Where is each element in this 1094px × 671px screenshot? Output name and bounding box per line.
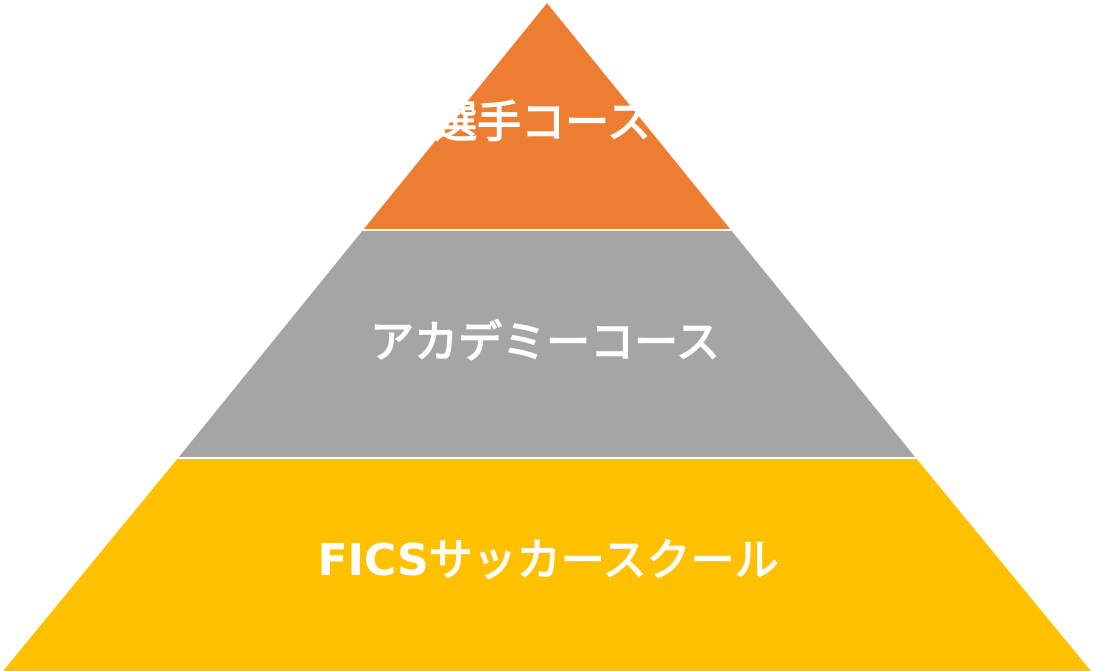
tier-bottom-shape [3, 458, 1091, 671]
tier-top-label: 選手コース [433, 97, 651, 148]
tier-middle-label: アカデミーコース [370, 317, 720, 368]
tier-top-shape [363, 3, 731, 230]
tier-bottom-label: FICSサッカースクール [317, 535, 778, 586]
tier-middle-shape [178, 230, 916, 458]
